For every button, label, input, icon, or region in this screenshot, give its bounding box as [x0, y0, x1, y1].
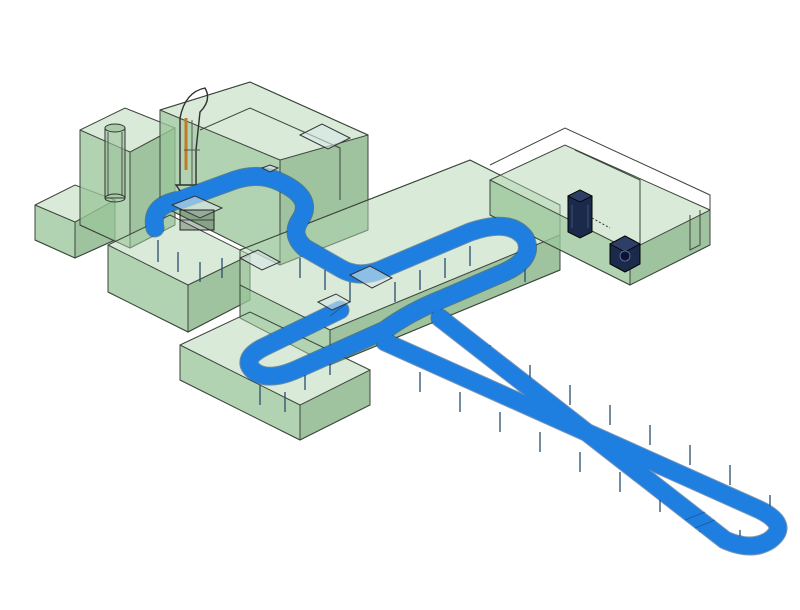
loading-station [179, 209, 215, 231]
conveyor-long-spur [376, 309, 787, 555]
central-block-inner-wall [199, 107, 341, 200]
belt-segment-lines [329, 303, 716, 529]
transfer-table [260, 164, 280, 173]
cable-link [591, 217, 611, 229]
wrapping-machine [609, 235, 641, 273]
building-shell [34, 81, 711, 441]
transfer-table [348, 265, 394, 289]
transfer-table [170, 195, 224, 219]
conveyor-loop [145, 168, 536, 385]
right-room-back-wall [489, 127, 711, 210]
central-block-ridge [159, 81, 369, 136]
conveyor-legs [157, 240, 526, 412]
ceiling-hatch [298, 123, 352, 150]
transfer-table [316, 293, 352, 311]
conveyor-system [144, 167, 788, 556]
control-cabinet [567, 189, 593, 239]
transfer-tables [170, 164, 394, 311]
silo-tank [104, 123, 126, 203]
right-room-divider [574, 149, 641, 260]
transfer-table [238, 249, 282, 271]
right-room-door [689, 210, 701, 251]
front-block-side [299, 369, 371, 441]
